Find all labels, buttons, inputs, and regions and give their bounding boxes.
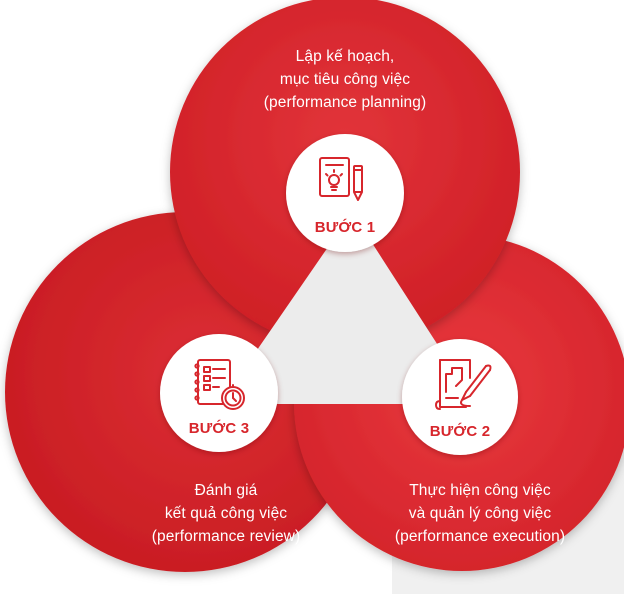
step-2-caption-line-1: Thực hiện công việc [409, 482, 551, 499]
step-3-caption-line-3: (performance review) [151, 528, 301, 545]
step-1-node [286, 134, 404, 252]
step-3-node [160, 334, 278, 452]
step-1-caption-line-1: Lập kế hoạch, [295, 48, 395, 65]
step-2-caption-line-2: và quản lý công việc [408, 505, 552, 522]
step-3-caption-line-2: kết quả công việc [164, 505, 288, 522]
step-3-caption-line-1: Đánh giá [194, 482, 258, 499]
center-triangle [224, 215, 472, 404]
step-2-caption-line-3: (performance execution) [394, 528, 566, 545]
step-2-label: BƯỚC 2 [429, 423, 491, 440]
step-2-node [402, 339, 518, 455]
step-1-caption: Lập kế hoạch, mục tiêu công việc (perfor… [225, 45, 465, 114]
step-1-caption-line-2: mục tiêu công việc [279, 71, 411, 88]
step-1-caption-line-3: (performance planning) [263, 94, 427, 111]
step-3-label: BƯỚC 3 [188, 420, 250, 437]
clipboard-lightbulb-pencil-icon [319, 157, 363, 201]
step-2-caption: Thực hiện công việc và quản lý công việc… [360, 479, 600, 548]
checklist-notebook-stopwatch-icon [194, 359, 245, 410]
step-3-caption: Đánh giá kết quả công việc (performance … [106, 479, 346, 548]
step-1-label: BƯỚC 1 [314, 219, 376, 236]
chart-paper-brush-icon [435, 359, 492, 410]
